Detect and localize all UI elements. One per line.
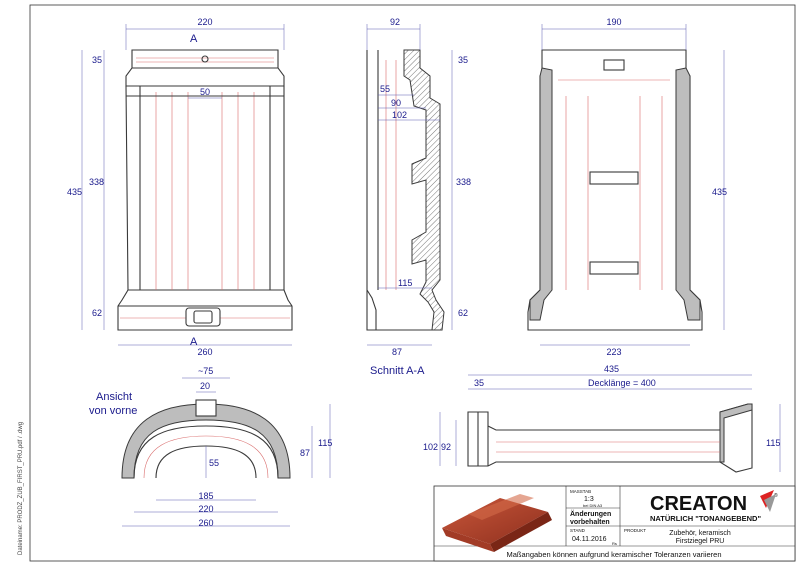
label-labels-section-marker: A (190, 336, 198, 348)
front-view-dimensions: 220 35 50 338 435 62 260 A A (67, 17, 292, 357)
label-dims-lv-deck: Decklänge = 400 (588, 378, 656, 388)
label-dims-front-tab: 50 (200, 87, 210, 97)
label-title-block-massstab-note: bei DIN A3 (583, 503, 603, 508)
back-view-dimensions: 190 435 223 (540, 17, 727, 357)
label-title-block-produkt-line2: Firstziegel PRU (676, 538, 725, 545)
label-title-block-aenderungen-1: Änderungen (570, 510, 611, 518)
label-dims-sec-62: 62 (458, 308, 468, 318)
front-elevation-dimensions: ~75 20 115 87 55 185 220 260 Ansicht von… (89, 366, 332, 528)
view-title-line1: Ansicht (96, 391, 132, 403)
label-dims-back-190: 190 (606, 17, 621, 27)
label-dims-an-20: 20 (200, 381, 210, 391)
label-dims-sec-338: 338 (456, 177, 471, 187)
label-title-block-produkt-line1: Zubehör, keramisch (669, 530, 731, 537)
label-dims-front-435: 435 (67, 187, 82, 197)
label-dims-lv-92: 92 (441, 442, 451, 452)
label-dims-an-87: 87 (300, 448, 310, 458)
label-dims-sec-90: 90 (391, 98, 401, 108)
label-dims-front-338: 338 (89, 177, 104, 187)
label-dims-an-55: 55 (209, 458, 219, 468)
sheet-border (29, 4, 796, 562)
label-title-block-massstab-value: 1:3 (584, 496, 594, 503)
section-dimensions: 92 35 55 90 102 338 115 62 87 Schnitt A-… (366, 17, 471, 377)
label-title-block-stand-value: 04.11.2016 (572, 536, 607, 543)
label-labels-section-marker: A (190, 33, 198, 45)
brand-slogan: NATÜRLICH "TONANGEBEND" (650, 514, 761, 523)
label-dims-front-62: 62 (92, 308, 102, 318)
label-dims-front-base: 260 (197, 347, 212, 357)
label-title-block-massstab-label: MASSTAB (570, 489, 591, 494)
label-dims-sec-115: 115 (398, 278, 412, 288)
view-title-line2: von vorne (89, 405, 137, 417)
label-dims-an-115: 115 (318, 438, 332, 448)
label-dims-back-435: 435 (712, 187, 727, 197)
label-dims-an-220: 220 (198, 504, 213, 514)
label-dims-sec-92: 92 (390, 17, 400, 27)
side-view (467, 403, 753, 473)
front-elevation-view (121, 399, 291, 479)
label-dims-an-260: 260 (198, 518, 213, 528)
side-view-dimensions: 435 35 Decklänge = 400 102 92 115 (423, 364, 780, 472)
label-title-block-brand-registered: ® (774, 492, 778, 499)
label-title-block-produkt-label: PRODUKT (624, 528, 646, 533)
label-dims-lv-435: 435 (604, 364, 619, 374)
section-title: Schnitt A-A (370, 365, 425, 377)
label-dims-lv-102: 102 (423, 442, 438, 452)
label-dims-front-width: 220 (197, 17, 212, 27)
label-title-block-stand-label: STAND (570, 528, 586, 533)
label-dims-an-75: ~75 (198, 366, 213, 376)
back-view (527, 49, 703, 331)
brand-logo-text: CREATON (650, 493, 747, 515)
label-dims-front-top: 35 (92, 55, 102, 65)
label-dims-sec-35: 35 (458, 55, 468, 65)
tolerance-note: Maßangaben können aufgrund keramischer T… (507, 550, 722, 559)
label-dims-lv-35: 35 (474, 378, 484, 388)
title-block: MASSTAB 1:3 bei DIN A3 Änderungen vorbeh… (433, 485, 796, 562)
label-dims-an-185: 185 (198, 491, 213, 501)
front-view (117, 49, 293, 331)
label-dims-sec-87: 87 (392, 347, 402, 357)
file-name-note: Dateiname: PRODZ_ZUB_FIRST_PRU.pdf / .dw… (18, 422, 24, 555)
label-dims-sec-102: 102 (392, 110, 407, 120)
brand-mark-shadow-icon (764, 494, 776, 512)
label-dims-lv-115: 115 (766, 438, 780, 448)
label-dims-back-223: 223 (606, 347, 621, 357)
label-dims-sec-55: 55 (380, 84, 390, 94)
label-title-block-stand-initials: Rs (612, 541, 617, 546)
label-title-block-aenderungen-2: vorbehalten (570, 519, 610, 526)
ridge-tile-image (442, 494, 552, 552)
